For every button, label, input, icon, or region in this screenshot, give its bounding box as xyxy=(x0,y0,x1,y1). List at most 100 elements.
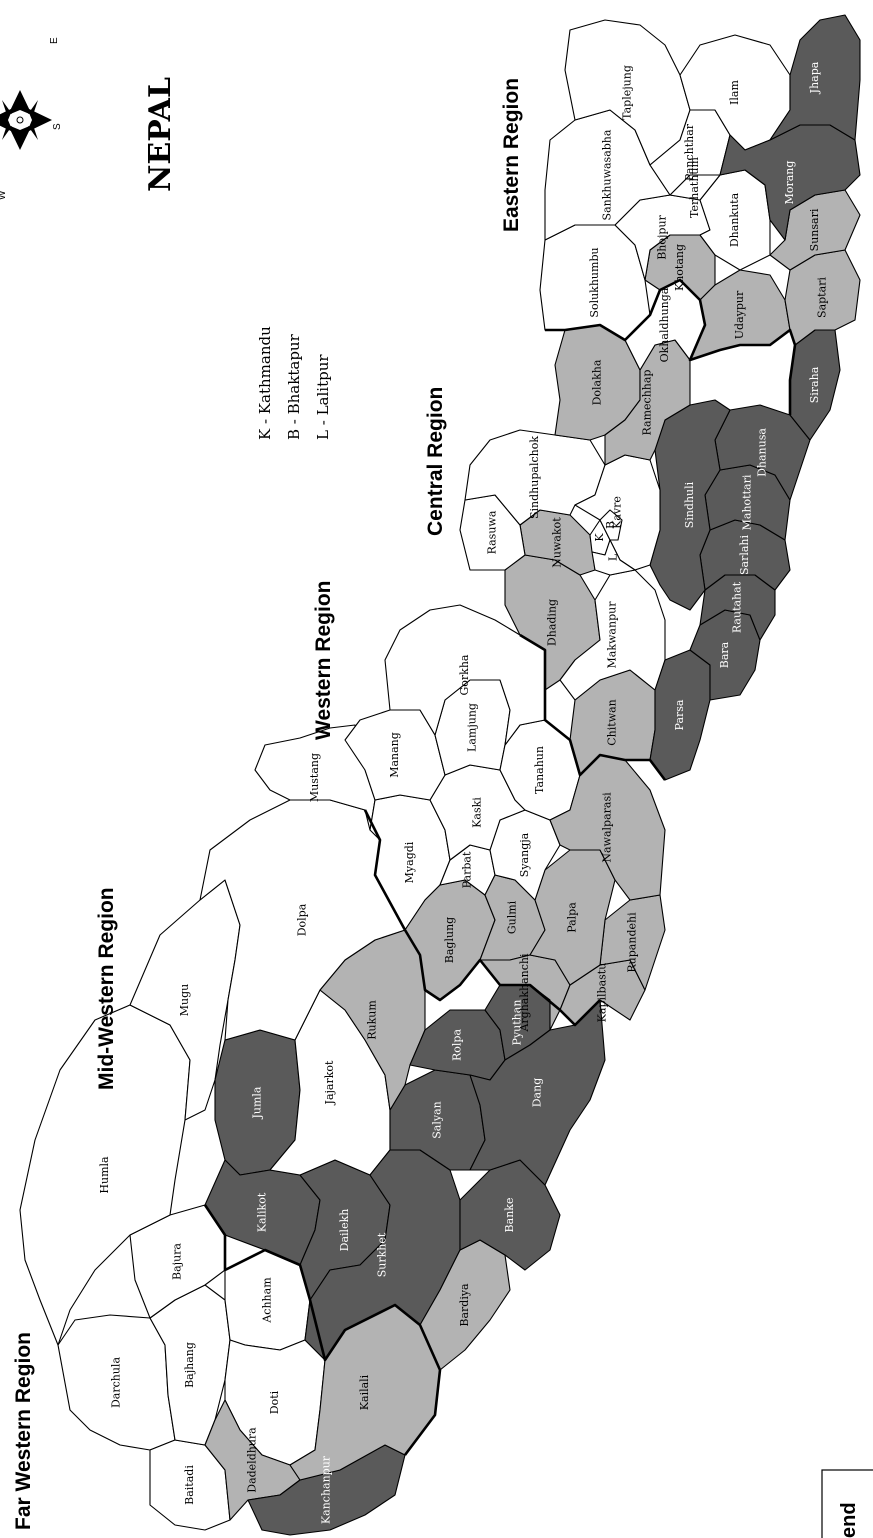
district-label: Gorkha xyxy=(458,654,471,695)
district-label: Sindhupalchok xyxy=(528,436,541,519)
district-label: Dhading xyxy=(546,599,559,646)
key-item-bhaktapur: B - Bhaktapur xyxy=(285,333,303,440)
region-label-central: Central Region xyxy=(424,387,447,536)
district-humla xyxy=(19,1004,191,1346)
district-bardiya xyxy=(419,1239,511,1371)
district-label: Surkhet xyxy=(376,1232,389,1277)
district-label: Jhapa xyxy=(808,61,821,94)
district-label: Udaypur xyxy=(733,290,746,339)
district-gorkha xyxy=(384,604,546,746)
district-label: Tanahun xyxy=(533,746,546,794)
district-label: Ilam xyxy=(728,80,741,105)
district-label: Kailali xyxy=(358,1374,371,1410)
district-label: Sarlahi xyxy=(738,535,751,576)
district-label: Rukum xyxy=(366,1000,379,1040)
district-label: Morang xyxy=(783,161,796,205)
district-label: Dang xyxy=(531,1078,544,1108)
district-label: Makwanpur xyxy=(606,601,619,669)
district-label: Panchthar xyxy=(683,123,696,181)
district-label: Kapilbastu xyxy=(596,963,609,1023)
key-item-kathmandu: K - Kathmandu xyxy=(256,326,274,440)
region-label-mid-western: Mid-Western Region xyxy=(95,887,118,1090)
region-borders xyxy=(203,278,797,1456)
region-label-western: Western Region xyxy=(312,581,335,740)
district-label: Dadeldhura xyxy=(246,1427,259,1493)
district-label: Kavre xyxy=(611,496,624,529)
district-label: Parsa xyxy=(673,699,686,730)
district-label: Sunsari xyxy=(808,208,821,251)
district-label: Bara xyxy=(718,641,731,668)
district-label: Doti xyxy=(268,1390,281,1414)
district-label: Nuwakot xyxy=(551,517,564,568)
district-label: B xyxy=(604,521,617,529)
legend-title: end xyxy=(838,1502,860,1538)
district-label: Terhathum xyxy=(688,156,701,217)
district-label: Kaski xyxy=(471,797,484,828)
district-label: Syangja xyxy=(518,832,531,877)
key-item-lalitpur: L - Lalitpur xyxy=(314,354,332,440)
district-label: Rolpa xyxy=(451,1029,464,1061)
district-label: Banke xyxy=(503,1198,516,1233)
district-label: Kanchanpur xyxy=(320,1455,333,1524)
district-label: Palpa xyxy=(566,902,579,933)
district-label: Taplejung xyxy=(621,65,634,120)
district-rupandehi xyxy=(599,894,666,991)
legend-box xyxy=(821,1469,873,1538)
district-label: Siraha xyxy=(808,366,821,403)
district-label: Rautahat xyxy=(731,581,744,633)
district-label: Myagdi xyxy=(403,841,416,883)
district-label: Kalikot xyxy=(256,1192,269,1232)
district-label: Dolpa xyxy=(296,903,309,936)
district-label: Mahottari xyxy=(741,474,754,530)
district-label: Nawalparasi xyxy=(601,792,614,863)
district-bajura xyxy=(129,1204,226,1319)
district-ramechhap xyxy=(604,339,691,466)
district-kanchanpur xyxy=(247,1444,406,1536)
district-dang xyxy=(469,999,606,1186)
district-label: Bajura xyxy=(171,1243,184,1280)
district-label: Dailekh xyxy=(338,1209,351,1252)
district-label: Chitwan xyxy=(606,699,619,746)
district-banke xyxy=(459,1159,561,1271)
compass-label-e: E xyxy=(49,37,60,44)
district-label: Dhanusa xyxy=(756,428,769,477)
district-label: Rasuwa xyxy=(486,510,499,554)
district-morang xyxy=(719,124,861,241)
district-label: Khotang xyxy=(673,244,686,291)
district-label: Salyan xyxy=(431,1101,444,1138)
district-label: Achham xyxy=(261,1277,274,1324)
district-label: Bhojpur xyxy=(656,214,669,259)
district-lalitpur xyxy=(591,539,636,576)
district-layer xyxy=(19,14,861,1536)
map-title: NEPAL xyxy=(143,77,178,192)
district-label: L xyxy=(607,553,620,561)
district-label: Jumla xyxy=(251,1086,264,1119)
compass-rose-icon: E S W xyxy=(0,37,63,200)
district-label: Humla xyxy=(98,1156,111,1194)
compass-label-w: W xyxy=(0,190,8,200)
region-label-eastern: Eastern Region xyxy=(500,78,523,232)
district-label: Jajarkot xyxy=(323,1060,336,1105)
district-label: K xyxy=(593,533,606,542)
district-label: Darchula xyxy=(110,1357,123,1408)
district-label: Arghakhanchi xyxy=(518,953,531,1033)
district-label: Sindhuli xyxy=(683,481,696,528)
district-label: Lamjung xyxy=(466,703,479,752)
district-label: Bajhang xyxy=(183,1342,196,1388)
district-label: Baitadi xyxy=(183,1465,196,1505)
district-sindhuli xyxy=(649,399,731,611)
district-jhapa xyxy=(769,14,861,141)
district-label: Solukhumbu xyxy=(588,247,601,317)
district-label: Parbat xyxy=(461,851,474,888)
district-labels: DarchulaBaitadiBajhangBajuraAchhamDotiDa… xyxy=(98,61,829,1524)
district-label: Mugu xyxy=(178,984,191,1016)
district-bhaktapur xyxy=(599,509,623,541)
district-saptari xyxy=(784,249,861,346)
district-label: Manang xyxy=(388,732,401,778)
district-label: Dhankuta xyxy=(728,192,741,247)
district-label: Okhaldhunga xyxy=(658,287,671,362)
district-label: Dolakha xyxy=(591,359,604,405)
district-label: Ramechhap xyxy=(641,370,654,436)
